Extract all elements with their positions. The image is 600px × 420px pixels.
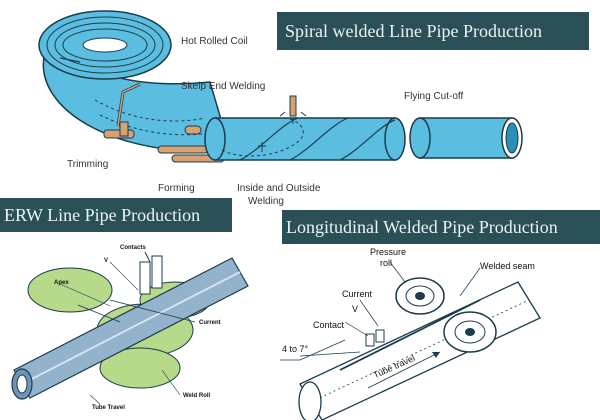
- hot-rolled-coil-label: Hot Rolled Coil: [181, 36, 248, 47]
- skelp-end-welding-label: Skelp End Welding: [181, 81, 266, 92]
- erw-weld-roll-label: Weld Roll: [183, 393, 211, 399]
- trimming-label: Trimming: [67, 159, 109, 170]
- erw-contacts: [139, 251, 163, 295]
- inside-outside-welding-label-line1: Inside and Outside: [237, 183, 321, 194]
- erw-apex-label: Apex: [54, 280, 69, 286]
- spiral-production-banner: Spiral welded Line Pipe Production: [277, 12, 589, 50]
- welded-seam-label: Welded seam: [480, 261, 535, 271]
- longitudinal-production-banner: Longitudinal Welded Pipe Production: [282, 210, 600, 244]
- pressure-rolls: [395, 277, 497, 353]
- erw-contacts-label: Contacts: [120, 245, 146, 251]
- erw-production-banner: ERW Line Pipe Production: [0, 198, 232, 232]
- erw-current-label: Current: [199, 320, 221, 326]
- skelp-guide-frame: [103, 82, 141, 139]
- cut-off-pipe: [409, 117, 523, 159]
- pressure-roll-label-line1: Pressure: [370, 247, 407, 257]
- erw-v-label: V: [104, 258, 109, 264]
- forming-label: Forming: [158, 183, 195, 194]
- erw-tube-travel-label: Tube Travel: [92, 405, 125, 411]
- longitudinal-current-label: Current: [342, 289, 373, 299]
- angle-label: 4 to 7°: [282, 344, 309, 354]
- spiral-section-illustration: [38, 10, 523, 163]
- longitudinal-contact-label: Contact: [313, 320, 345, 330]
- spiral-pipe: [204, 117, 406, 161]
- longitudinal-section-illustration: [280, 261, 541, 420]
- erw-section-illustration: [11, 251, 249, 405]
- welding-torch: [279, 95, 307, 124]
- hot-rolled-coil-shape: [38, 10, 231, 152]
- erw-tube: [11, 257, 249, 400]
- longitudinal-v-label: V: [352, 304, 359, 314]
- flying-cut-off-label: Flying Cut-off: [404, 91, 464, 102]
- pressure-roll-label-line2: roll: [380, 258, 393, 268]
- inside-outside-welding-label-line2: Welding: [248, 196, 284, 207]
